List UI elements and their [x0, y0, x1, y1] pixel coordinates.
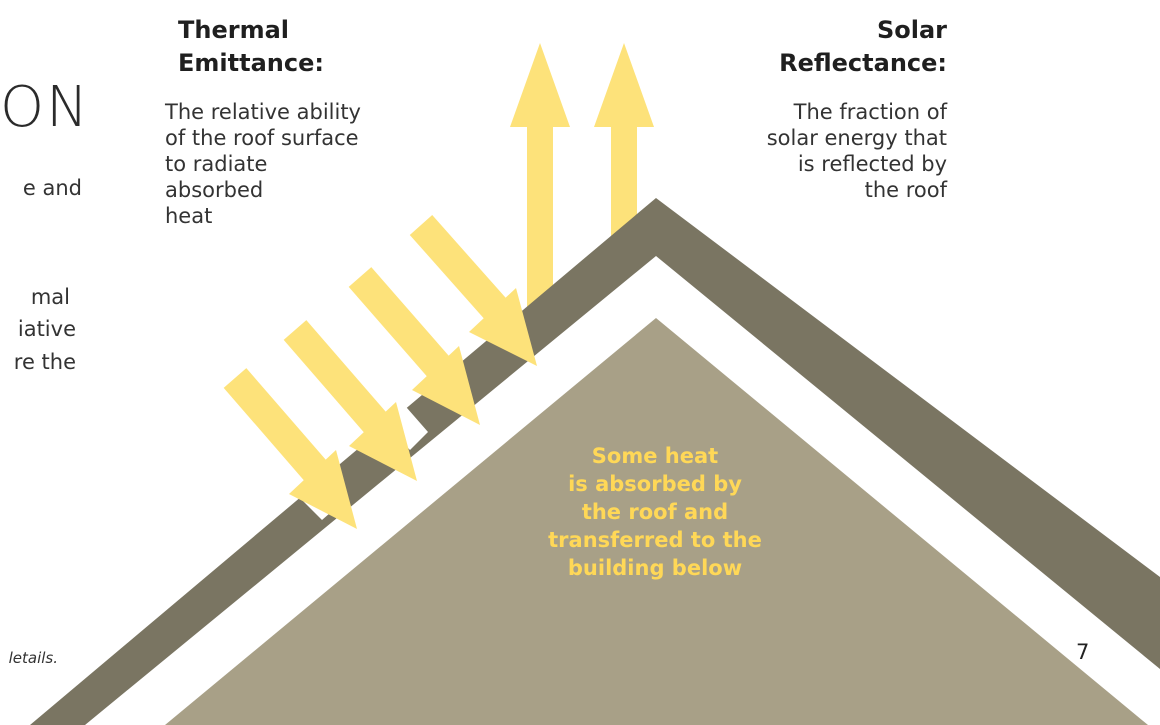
absorbed-line-3: the roof and: [581, 500, 729, 524]
roof-shape: [30, 198, 1160, 725]
thermal-heading-line-1: Thermal: [178, 16, 289, 44]
thermal-desc-line-2: of the roof surface: [165, 126, 359, 150]
thermal-desc-line-4: absorbed: [165, 178, 264, 202]
page-title-fragment: ON: [0, 75, 90, 140]
absorbed-heat-label: Some heat is absorbed by the roof and tr…: [520, 442, 790, 582]
thermal-emittance-description: The relative ability of the roof surface…: [165, 99, 361, 229]
page-number: 7: [1076, 640, 1090, 664]
incoming-arrow-2: [283, 320, 417, 481]
building-shape: [165, 318, 1148, 725]
thermal-desc-line-5: heat: [165, 204, 213, 228]
body-fragment-3: iative: [17, 317, 76, 341]
incoming-arrow-3: [348, 267, 480, 425]
solar-desc-line-3: is reflected by: [797, 152, 947, 176]
absorbed-line-4: transferred to the: [548, 528, 762, 552]
body-fragment-2: mal: [30, 285, 70, 309]
absorbed-line-5: building below: [567, 556, 743, 580]
absorbed-line-1: Some heat: [591, 444, 719, 468]
thermal-heading-line-2: Emittance:: [178, 49, 324, 77]
absorbed-line-2: is absorbed by: [568, 472, 742, 496]
solar-heading-line-1: Solar: [876, 16, 947, 44]
solar-reflectance-heading: Solar Reflectance:: [779, 14, 947, 80]
thermal-desc-line-1: The relative ability: [165, 100, 361, 124]
solar-desc-line-2: solar energy that: [766, 126, 947, 150]
incoming-arrow-4: [409, 215, 537, 366]
solar-desc-line-1: The fraction of: [793, 100, 947, 124]
body-fragment-4: re the: [13, 350, 76, 374]
solar-desc-line-4: the roof: [864, 178, 947, 202]
solar-heading-line-2: Reflectance:: [779, 49, 947, 77]
thermal-emittance-heading: Thermal Emittance:: [178, 14, 324, 80]
incoming-arrow-1: [223, 368, 357, 529]
thermal-desc-line-3: to radiate: [165, 152, 268, 176]
footnote-fragment: letails.: [8, 649, 58, 667]
solar-reflectance-description: The fraction of solar energy that is ref…: [767, 99, 947, 203]
body-fragment-1: e and: [22, 176, 82, 200]
